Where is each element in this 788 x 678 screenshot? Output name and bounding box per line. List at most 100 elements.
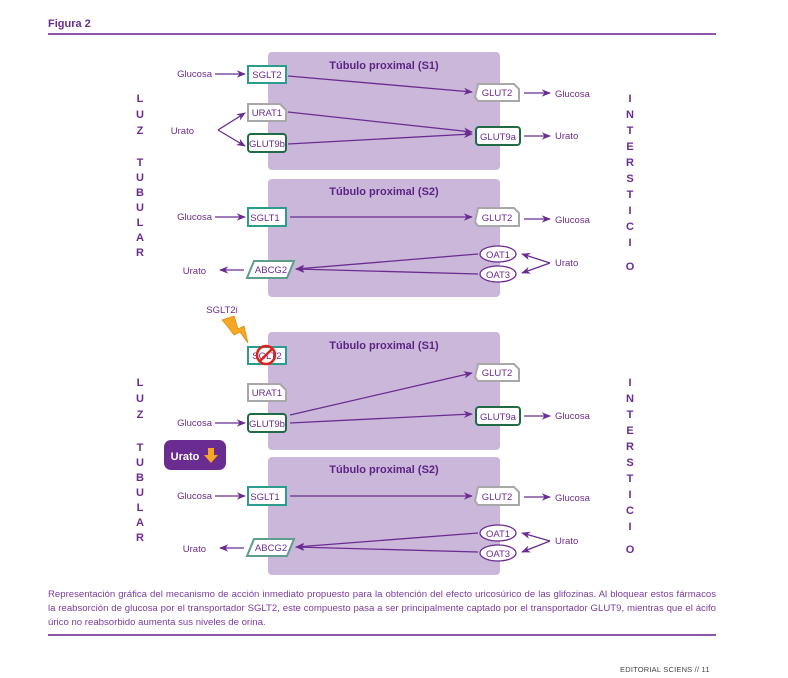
svg-text:I: I	[628, 489, 631, 501]
arrow	[289, 410, 473, 424]
intersticio-label-top: I N T E R S T I C I O	[626, 93, 635, 273]
glucosa-output-label: Glucosa	[555, 215, 591, 226]
svg-text:T: T	[627, 473, 634, 485]
arrow	[521, 540, 551, 553]
arrow	[289, 371, 473, 416]
svg-text:L: L	[137, 377, 144, 389]
arrow-down-icon	[204, 448, 218, 463]
svg-text:U: U	[136, 109, 144, 121]
arrow	[295, 543, 479, 553]
svg-text:GLUT2: GLUT2	[482, 88, 513, 99]
svg-text:T: T	[137, 442, 144, 454]
svg-text:E: E	[626, 141, 633, 153]
svg-text:GLUT2: GLUT2	[482, 213, 513, 224]
svg-text:SGLT1: SGLT1	[250, 213, 279, 224]
svg-text:S: S	[626, 173, 633, 185]
svg-text:A: A	[136, 517, 144, 529]
svg-text:I: I	[628, 377, 631, 389]
s2-title-bottom: Túbulo proximal (S2)	[329, 464, 439, 476]
svg-text:SGLT1: SGLT1	[250, 492, 279, 503]
transporter-oat1: OAT1	[479, 524, 517, 542]
svg-text:B: B	[136, 187, 144, 199]
transporter-urat1: URAT1	[247, 103, 287, 122]
arrow	[217, 129, 246, 147]
transporter-sglt1: SGLT1	[247, 486, 287, 506]
svg-text:I: I	[628, 237, 631, 249]
arrow	[521, 262, 551, 274]
svg-text:T: T	[627, 189, 634, 201]
svg-text:GLUT9a: GLUT9a	[480, 132, 517, 143]
urato-output-label: Urato	[183, 266, 206, 277]
svg-text:R: R	[136, 532, 144, 544]
arrow	[287, 111, 473, 135]
transporter-glut2: GLUT2	[473, 83, 520, 102]
arrow	[295, 265, 479, 275]
svg-text:L: L	[137, 217, 144, 229]
svg-text:E: E	[626, 425, 633, 437]
sglt2i-label: SGLT2i	[206, 305, 238, 316]
arrow	[217, 112, 246, 131]
svg-text:Urato: Urato	[171, 451, 200, 463]
svg-text:R: R	[626, 441, 634, 453]
urato-input-label: Urato	[171, 126, 194, 137]
svg-text:U: U	[136, 457, 144, 469]
s1-title-bottom: Túbulo proximal (S1)	[329, 340, 439, 352]
lightning-bolt-icon	[221, 315, 249, 344]
svg-text:O: O	[626, 544, 635, 556]
glucosa-output-label: Glucosa	[555, 411, 591, 422]
transporter-oat3: OAT3	[479, 544, 517, 562]
transporter-glut9b: GLUT9b	[247, 133, 287, 153]
s2-panel-top	[268, 179, 500, 297]
s2-title-top: Túbulo proximal (S2)	[329, 186, 439, 198]
svg-text:ABCG2: ABCG2	[255, 265, 287, 276]
svg-text:SGLT2: SGLT2	[252, 351, 281, 362]
svg-text:O: O	[626, 261, 635, 273]
bottom-rule	[48, 634, 716, 636]
svg-text:GLUT9b: GLUT9b	[249, 139, 285, 150]
svg-text:SGLT2: SGLT2	[252, 70, 281, 81]
letter: L	[137, 93, 144, 105]
svg-text:R: R	[626, 157, 634, 169]
svg-text:S: S	[626, 457, 633, 469]
svg-text:U: U	[136, 172, 144, 184]
arrow	[295, 253, 479, 272]
transporter-oat1: OAT1	[479, 245, 517, 263]
arrow	[287, 75, 473, 95]
svg-text:U: U	[136, 202, 144, 214]
svg-text:GLUT9a: GLUT9a	[480, 412, 517, 423]
svg-text:R: R	[136, 247, 144, 259]
svg-text:I: I	[628, 205, 631, 217]
svg-text:C: C	[626, 221, 634, 233]
transporter-glut9b: GLUT9b	[247, 413, 287, 433]
luz-tubular-label-bottom: L U Z T U B U L A R	[136, 377, 144, 544]
svg-text:GLUT2: GLUT2	[482, 492, 513, 503]
s1-title-top: Túbulo proximal (S1)	[329, 60, 439, 72]
svg-text:U: U	[136, 487, 144, 499]
glucosa-output-label: Glucosa	[555, 89, 591, 100]
glucosa-input-label: Glucosa	[177, 418, 213, 429]
transporter-abcg2: ABCG2	[245, 260, 296, 279]
svg-text:N: N	[626, 393, 634, 405]
svg-text:GLUT2: GLUT2	[482, 368, 513, 379]
svg-text:C: C	[626, 505, 634, 517]
svg-text:ABCG2: ABCG2	[255, 543, 287, 554]
transporter-sglt2: SGLT2	[247, 65, 287, 84]
svg-text:T: T	[627, 125, 634, 137]
glucosa-input-label: Glucosa	[177, 69, 213, 80]
s2-panel-bottom	[268, 457, 500, 575]
arrow	[521, 531, 551, 542]
glucosa-input-label: Glucosa	[177, 491, 213, 502]
svg-text:I: I	[628, 93, 631, 105]
svg-text:T: T	[137, 157, 144, 169]
svg-text:N: N	[626, 109, 634, 121]
s1-panel-bottom	[268, 332, 500, 450]
urato-input-label: Urato	[555, 258, 578, 269]
figure-caption: Representación gráfica del mecanismo de …	[48, 589, 716, 628]
transporter-glut2: GLUT2	[473, 363, 520, 382]
svg-text:B: B	[136, 472, 144, 484]
luz-tubular-label-top: L U Z T U B U L A R	[136, 93, 144, 259]
svg-text:U: U	[136, 393, 144, 405]
urato-input-label: Urato	[555, 536, 578, 547]
intersticio-label-bottom: I N T E R S T I C I O	[626, 377, 635, 556]
